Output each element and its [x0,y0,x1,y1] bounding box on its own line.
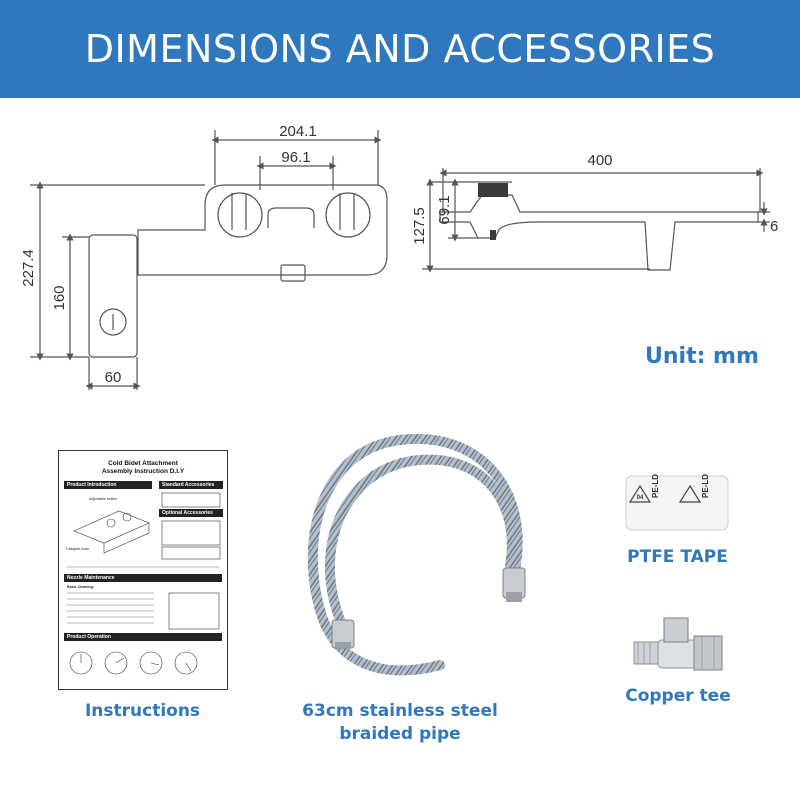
right-mount-cutout [325,192,371,238]
pipe-nut-right [502,567,526,602]
dim-overall-width: 204.1 [279,123,317,140]
braided-pipe-image [307,433,526,676]
caption-ptfe-tape: PTFE TAPE [627,547,728,567]
section-product-operation: Product Operation [64,633,222,641]
caption-copper-tee: Copper tee [625,686,731,706]
sheet-title: Cold Bidet Attachment [108,460,178,467]
pipe-nut-left [331,619,355,649]
ptfe-tape-image: 04 PE-LD PE-LD [625,474,729,531]
label-adjustable-button: Adjustable button [89,497,117,501]
dimension-drawing: 204.1 96.1 60 400 6 227.4 160 127.5 69.1 [20,123,778,390]
dim-inlet-height: 69.1 [436,195,453,224]
caption-pipe-line2: braided pipe [339,724,461,744]
caption-instructions: Instructions [84,701,201,721]
dim-side-length: 400 [587,152,612,169]
control-body [88,234,138,358]
tape-recycle-code: 04 [637,495,644,501]
left-mount-cutout [217,192,263,238]
sheet-illustrations [67,492,221,675]
unit-label: Unit: mm [645,344,759,369]
pipe-loop-inner [325,454,517,625]
side-inlet-dark [478,183,508,197]
tape-print-2: PE-LD [701,474,710,498]
sheet-subtitle: Assembly Instruction D.I.Y [101,468,185,475]
dim-inlet-spacing: 96.1 [281,149,310,166]
top-view-outline [137,184,388,276]
header-banner: DIMENSIONS AND ACCESSORIES [0,0,800,98]
page-title: DIMENSIONS AND ACCESSORIES [84,27,716,71]
dim-side-thickness: 6 [770,218,778,235]
control-knob [99,308,127,336]
label-basic-cleaning: Basic Cleaning: [67,585,94,589]
section-product-intro: Product Introduction [64,481,152,489]
section-standard-accessories: Standard Accessories [159,481,223,489]
side-view-outline [439,194,759,271]
caption-pipe-line1: 63cm stainless steel [302,701,498,721]
section-optional-accessories: Optional Accessories [159,509,223,517]
label-t-adapter: T-adapter hose [65,547,90,551]
dim-body-height: 160 [51,285,68,310]
instructions-sheet: Cold Bidet Attachment Assembly Instructi… [58,450,228,690]
caption-braided-pipe: 63cm stainless steel braided pipe [290,700,510,746]
inlet-connector [280,264,306,282]
dim-body-width: 60 [105,369,122,386]
pipe-loop-outer [307,433,523,676]
copper-tee-image [633,617,723,671]
section-nozzle-maintenance: Nozzle Maintenance [64,574,222,582]
dim-total-height: 227.4 [20,249,37,287]
dim-side-height: 127.5 [411,207,428,245]
tape-print-1: PE-LD [651,474,660,498]
